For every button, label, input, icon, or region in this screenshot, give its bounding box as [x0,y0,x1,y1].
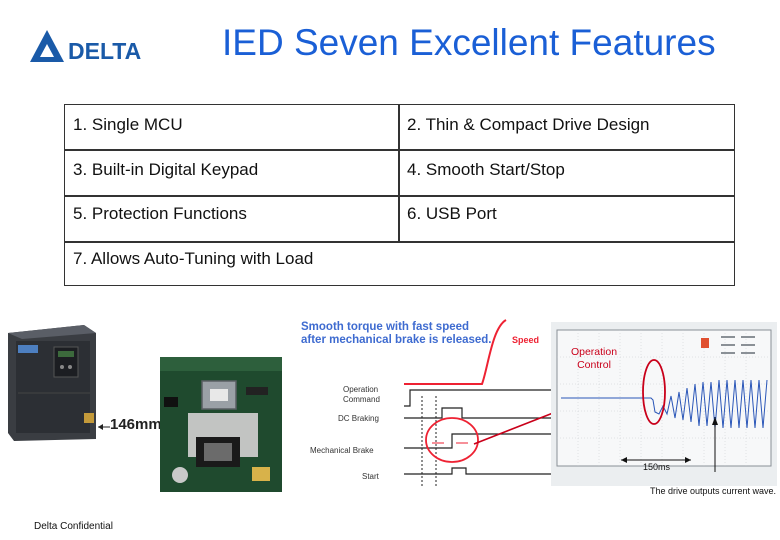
drive-photo [4,323,100,443]
signal-label-dc-braking: DC Braking [338,414,379,423]
signal-label-mechanical-brake: Mechanical Brake [310,446,374,455]
time-label: 150ms [643,462,671,472]
operation-control-annotation: Operation Control [570,346,618,371]
drive-image [4,323,100,443]
svg-text:DELTA: DELTA [68,38,141,64]
delta-logo-icon: DELTA [30,30,141,64]
usb-board-image [160,357,282,492]
signal-label-command: Command [343,395,380,404]
timing-diagram [292,318,554,490]
scope-caption: The drive outputs current wave. [650,486,777,496]
oscilloscope-screen [551,322,777,486]
row-divider [65,195,735,197]
waveform-plot [551,322,777,486]
feature-item-5: 5. Protection Functions [73,204,247,223]
feature-item-7: 7. Allows Auto-Tuning with Load [73,249,314,268]
row-divider [65,149,735,151]
dimension-arrow-icon [98,424,110,430]
feature-item-2: 2. Thin & Compact Drive Design [407,115,650,134]
highlight-ellipse [425,417,479,463]
footer-confidential: Delta Confidential [34,521,113,532]
delta-logo: DELTA [28,26,150,66]
speed-label: Speed [512,335,540,345]
dimension-label: 146mm [110,416,162,433]
row-divider [65,241,735,243]
page-title: IED Seven Excellent Features [222,22,716,63]
scope-highlight-ellipse [642,359,666,425]
signal-label-operation: Operation [343,385,379,394]
feature-item-3: 3. Built-in Digital Keypad [73,160,259,179]
features-table: 1. Single MCU 2. Thin & Compact Drive De… [64,104,735,286]
timing-chart [292,318,554,490]
signal-label-start: Start [362,472,379,481]
column-divider [398,105,400,241]
feature-item-6: 6. USB Port [407,204,497,223]
feature-item-1: 1. Single MCU [73,115,183,134]
feature-item-4: 4. Smooth Start/Stop [407,160,565,179]
timing-chart-title: Smooth torque with fast speed after mech… [301,321,492,346]
usb-board-photo [160,357,282,492]
